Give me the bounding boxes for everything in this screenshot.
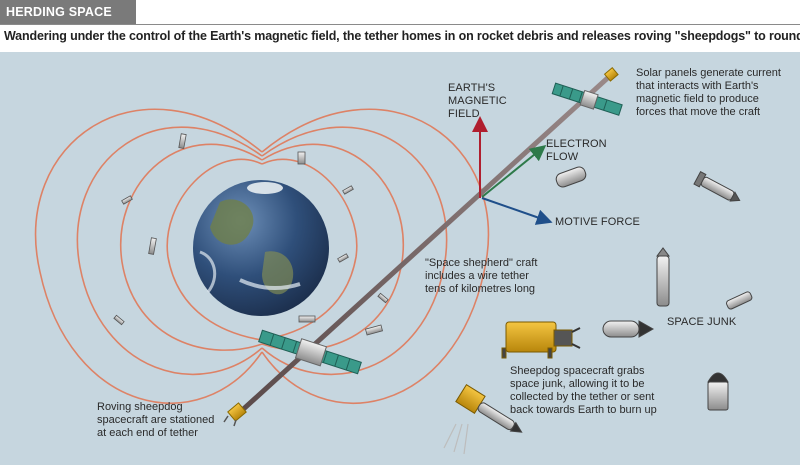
- earth: [193, 180, 329, 316]
- electron-flow-arrow: [481, 144, 547, 198]
- sheepdog-pusher: [443, 383, 523, 455]
- space-junk-debris: [113, 133, 389, 336]
- subtitle: Wandering under the control of the Earth…: [4, 29, 800, 43]
- header-rule: [0, 24, 800, 25]
- label-sheepdog: Sheepdog spacecraft grabs space junk, al…: [510, 365, 657, 416]
- label-roving-sheepdog: Roving sheepdog spacecraft are stationed…: [97, 401, 215, 439]
- space-junk-large: [555, 166, 753, 411]
- diagram-artwork: [34, 67, 753, 455]
- sheepdog-grabber: [501, 321, 581, 359]
- motive-force-arrow: [481, 197, 553, 225]
- upper-shepherd-craft: [551, 82, 623, 116]
- header-tag: HERDING SPACE JUNK: [0, 0, 136, 43]
- lower-sheepdog: [223, 402, 247, 427]
- label-space-junk: SPACE JUNK: [667, 316, 737, 328]
- header-bar: HERDING SPACE JUNK: [0, 0, 800, 43]
- label-motive-force: MOTIVE FORCE: [555, 216, 640, 228]
- upper-sheepdog: [603, 67, 619, 82]
- label-space-shepherd: "Space shepherd" craft includes a wire t…: [425, 257, 538, 295]
- label-solar-panels: Solar panels generate current that inter…: [636, 67, 781, 118]
- label-magnetic-field: EARTH'S MAGNETIC FIELD: [448, 82, 507, 120]
- label-electron-flow: ELECTRON FLOW: [546, 138, 607, 163]
- lower-shepherd-craft: [258, 329, 362, 375]
- magnetic-field-lines: [34, 108, 490, 404]
- diagram-panel: EARTH'S MAGNETIC FIELD ELECTRON FLOW MOT…: [0, 52, 800, 465]
